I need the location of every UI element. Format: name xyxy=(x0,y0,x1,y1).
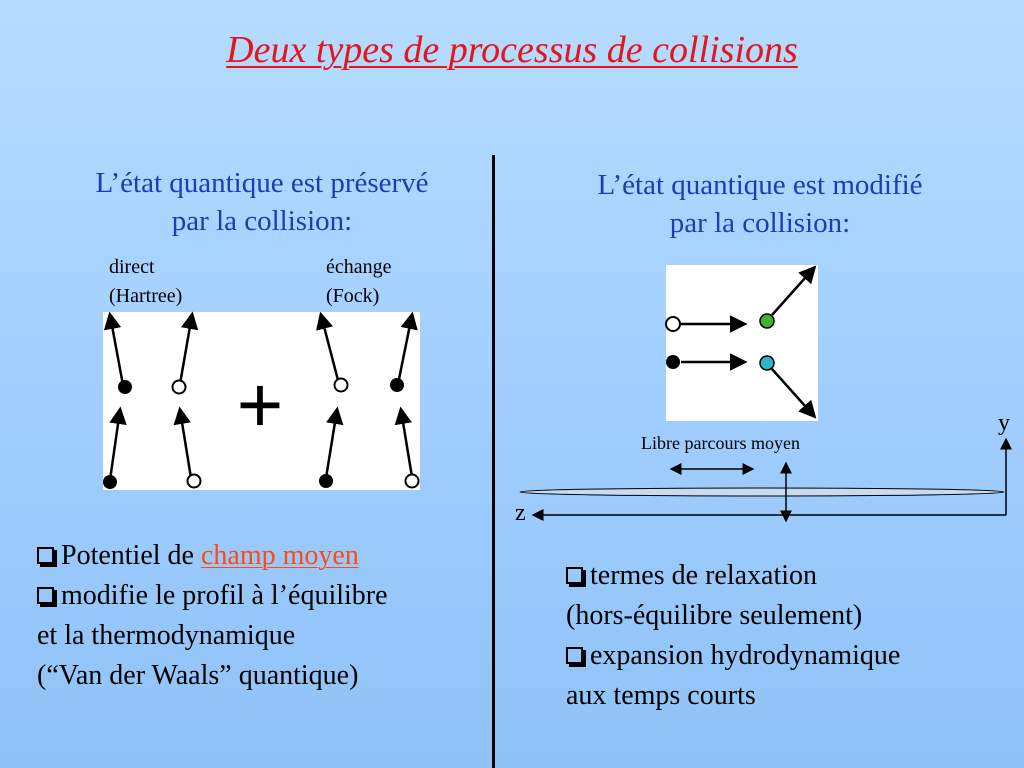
exchange-collision-pair xyxy=(316,311,420,489)
right-bullet-1-line1: termes de relaxation xyxy=(590,560,818,591)
label-direct: direct (Hartree) xyxy=(109,253,182,311)
checkbox-bullet-icon xyxy=(566,647,583,664)
left-bullet-1-prefix: Potentiel de xyxy=(61,540,201,571)
hollow-particle xyxy=(404,473,420,489)
right-heading-line2: par la collision: xyxy=(669,207,851,239)
direct-collision-pair xyxy=(103,311,202,489)
elongated-cloud xyxy=(519,487,1005,497)
hollow-particle xyxy=(186,473,202,489)
left-bullet-2-line3: (“Van der Waals” quantique) xyxy=(37,660,359,691)
left-bullet-1: Potentiel de champ moyen xyxy=(37,536,487,576)
filled-particle xyxy=(390,378,404,392)
label-exchange-line2: (Fock) xyxy=(326,285,380,307)
hollow-particle xyxy=(333,377,349,393)
right-bullets: termes de relaxation (hors-équilibre seu… xyxy=(566,556,1006,716)
plus-sign: + xyxy=(237,360,284,449)
checkbox-bullet-icon xyxy=(566,567,583,584)
mean-free-path-label: Libre parcours moyen xyxy=(641,433,800,453)
filled-particle xyxy=(103,475,117,489)
label-direct-line1: direct xyxy=(109,256,155,278)
champ-moyen-link[interactable]: champ moyen xyxy=(200,540,359,571)
filled-particle xyxy=(666,355,680,369)
green-particle xyxy=(759,313,775,329)
label-exchange: échange (Fock) xyxy=(326,253,392,311)
axis-z-label: z xyxy=(515,500,526,526)
filled-particle xyxy=(118,380,132,394)
checkbox-bullet-icon xyxy=(37,587,54,604)
collision-diagram-direct-exchange: + xyxy=(103,311,420,490)
cyan-particle xyxy=(759,355,775,371)
filled-particle xyxy=(319,474,333,488)
left-bullet-2-line1: modifie le profil à l’équilibre xyxy=(61,580,388,611)
hollow-particle xyxy=(171,379,187,395)
column-divider xyxy=(492,155,495,768)
right-bullet-2-line1: expansion hydrodynamique xyxy=(590,640,901,671)
left-heading-line1: L’état quantique est préservé xyxy=(95,167,429,199)
left-bullet-2-line2: et la thermodynamique xyxy=(37,620,296,651)
left-heading-line2: par la collision: xyxy=(171,205,353,237)
right-bullet-1-line2: (hors-équilibre seulement) xyxy=(566,600,863,631)
right-bullet-1: termes de relaxation xyxy=(566,556,1006,596)
label-direct-line2: (Hartree) xyxy=(109,285,183,307)
modified-collision-svg xyxy=(665,265,817,419)
right-heading-line1: L’état quantique est modifié xyxy=(597,169,923,201)
collision-diagram-svg: + xyxy=(103,311,420,489)
right-bullet-2: expansion hydrodynamique xyxy=(566,636,1006,676)
right-heading: L’état quantique est modifié par la coll… xyxy=(540,166,980,242)
checkbox-bullet-icon xyxy=(37,547,54,564)
right-bullet-2-line2: aux temps courts xyxy=(566,680,756,711)
label-exchange-line1: échange xyxy=(326,256,392,278)
left-heading: L’état quantique est préservé par la col… xyxy=(42,164,482,240)
collision-diagram-modified xyxy=(665,265,818,421)
axis-y-label: y xyxy=(998,410,1010,436)
hollow-particle xyxy=(665,316,681,332)
left-bullets: Potentiel de champ moyen modifie le prof… xyxy=(37,536,487,696)
left-bullet-2: modifie le profil à l’équilibre xyxy=(37,576,487,616)
slide-title: Deux types de processus de collisions xyxy=(226,29,798,71)
